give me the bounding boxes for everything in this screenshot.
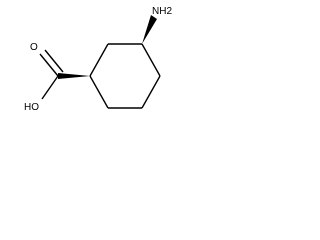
- c-oh-bond: [41, 75, 59, 100]
- carboxyl-group: [39, 49, 64, 100]
- amino-label: NH2: [152, 6, 172, 17]
- ring-bond: [89, 43, 109, 77]
- wedge-bond-carboxyl: [58, 73, 90, 79]
- wedge-bond-amino: [142, 15, 157, 44]
- ring-bond: [141, 75, 161, 109]
- hydroxyl-label: HO: [24, 102, 39, 113]
- cyclohexane-ring: [89, 43, 161, 109]
- c-o-double-bond-inner: [44, 49, 64, 73]
- ring-bond: [141, 43, 161, 77]
- c-o-double-bond: [39, 53, 59, 77]
- ring-bond: [89, 75, 109, 109]
- chemical-structure-diagram: NH2 O HO: [24, 6, 172, 113]
- carbonyl-oxygen-label: O: [30, 42, 38, 53]
